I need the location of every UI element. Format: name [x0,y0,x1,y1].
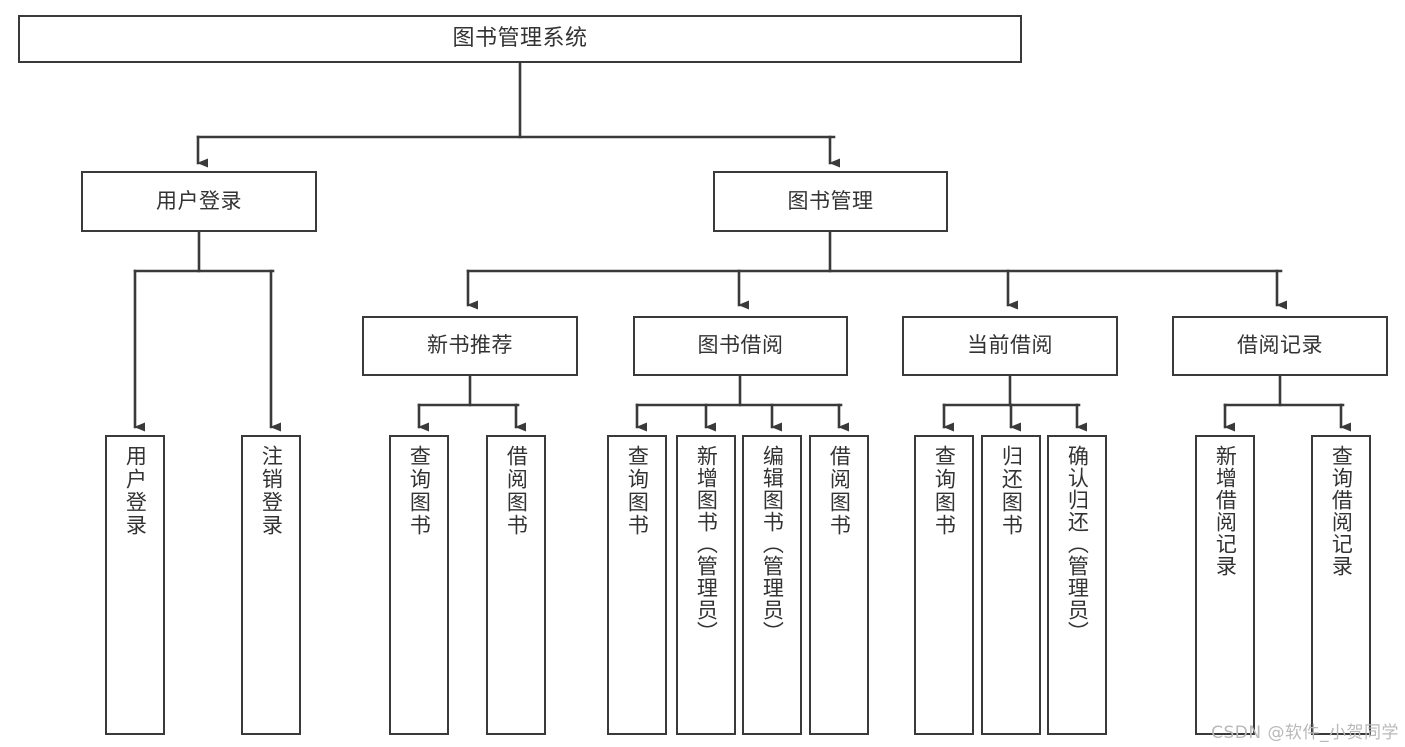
node-leaf-borrow-book-2[interactable]: 借阅图书 [809,435,869,735]
node-leaf-add-record-label: 新增借阅记录 [1213,445,1238,577]
node-book-management-label: 图书管理 [787,188,874,213]
node-leaf-add-record[interactable]: 新增借阅记录 [1195,435,1255,735]
node-leaf-query-book-3[interactable]: 查询图书 [914,435,974,735]
node-current-borrow[interactable]: 当前借阅 [902,316,1118,376]
node-leaf-query-book-2-label: 查询图书 [625,445,650,537]
node-leaf-return-book[interactable]: 归还图书 [981,435,1041,735]
node-leaf-return-book-label: 归还图书 [999,445,1024,537]
csdn-watermark: CSDN @软件_小贺同学 [1211,723,1399,743]
node-leaf-user-login-label: 用户登录 [123,445,148,537]
node-user-login-label: 用户登录 [156,188,242,213]
node-leaf-logout-login-label: 注销登录 [259,445,284,537]
node-book-borrow-label: 图书借阅 [697,333,784,358]
node-leaf-edit-book-label: 编辑图书（管理员） [760,445,785,643]
node-user-login[interactable]: 用户登录 [81,171,317,232]
node-leaf-query-record[interactable]: 查询借阅记录 [1311,435,1371,735]
node-leaf-logout-login[interactable]: 注销登录 [241,435,301,735]
node-borrow-record-label: 借阅记录 [1237,333,1323,358]
node-leaf-add-book[interactable]: 新增图书（管理员） [676,435,736,735]
node-book-management[interactable]: 图书管理 [713,171,948,232]
node-leaf-borrow-book-1[interactable]: 借阅图书 [486,435,546,735]
node-current-borrow-label: 当前借阅 [967,333,1053,358]
node-leaf-user-login[interactable]: 用户登录 [105,435,165,735]
node-book-borrow[interactable]: 图书借阅 [633,316,848,376]
node-new-book-recommend[interactable]: 新书推荐 [362,316,578,376]
node-leaf-confirm-return-label: 确认归还（管理员） [1065,445,1090,643]
node-root-system-label: 图书管理系统 [452,25,588,51]
node-leaf-query-book-2[interactable]: 查询图书 [607,435,667,735]
node-leaf-query-book-1-label: 查询图书 [407,445,432,537]
node-borrow-record[interactable]: 借阅记录 [1172,316,1388,376]
node-leaf-borrow-book-2-label: 借阅图书 [827,445,852,537]
node-leaf-confirm-return[interactable]: 确认归还（管理员） [1047,435,1107,735]
node-leaf-query-book-3-label: 查询图书 [932,445,957,537]
node-new-book-recommend-label: 新书推荐 [427,333,513,358]
node-leaf-query-book-1[interactable]: 查询图书 [389,435,449,735]
node-leaf-add-book-label: 新增图书（管理员） [694,445,719,643]
node-leaf-edit-book[interactable]: 编辑图书（管理员） [742,435,802,735]
node-leaf-query-record-label: 查询借阅记录 [1329,445,1354,577]
node-root-system[interactable]: 图书管理系统 [18,15,1022,63]
node-leaf-borrow-book-1-label: 借阅图书 [504,445,529,537]
